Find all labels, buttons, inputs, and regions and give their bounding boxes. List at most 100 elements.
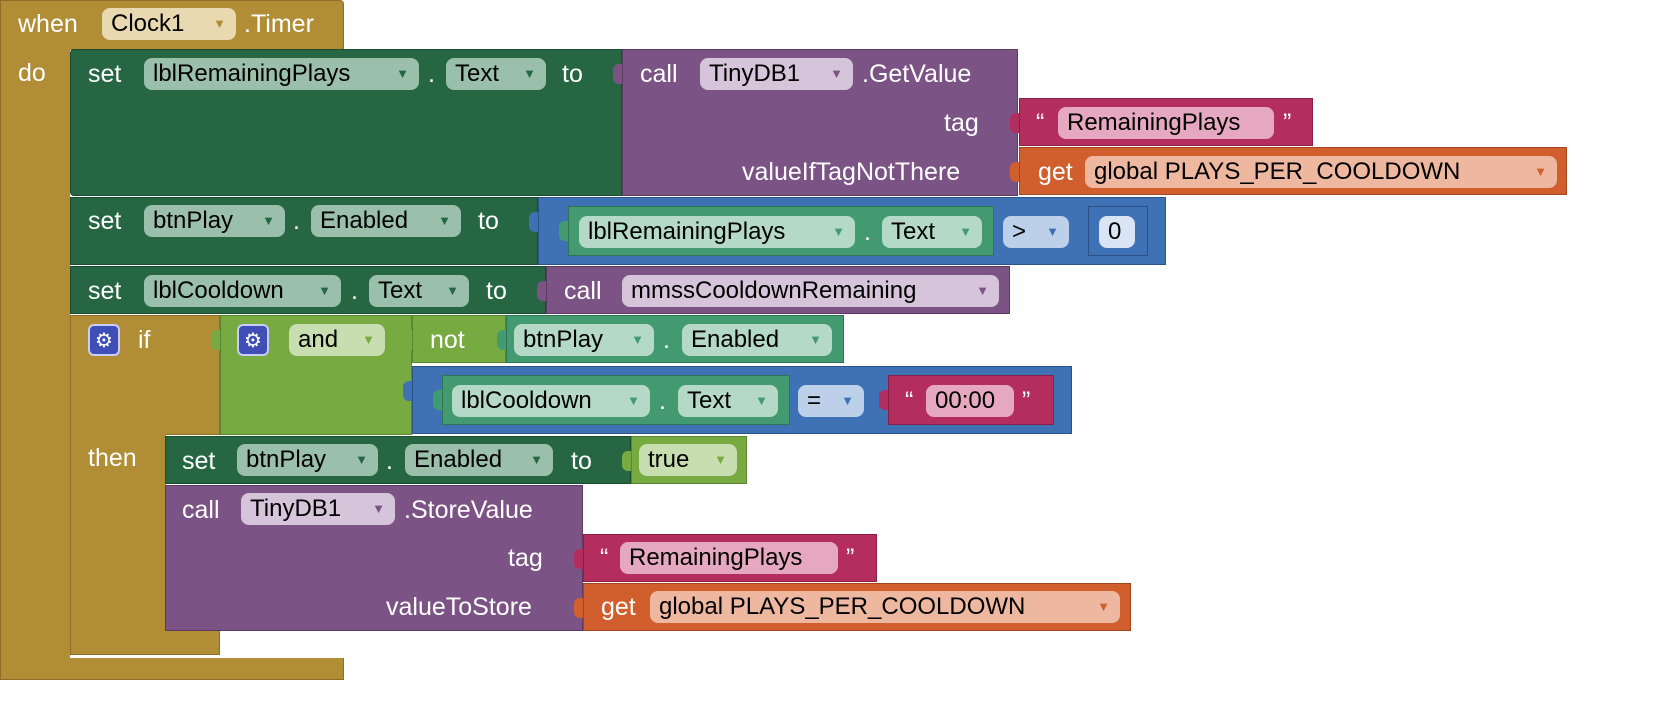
dropdown-value: and <box>298 326 339 353</box>
set-keyword: set <box>88 207 122 235</box>
set-cooldown-property-dropdown[interactable]: Text ▼ <box>369 275 469 307</box>
set-enabled-property-dropdown[interactable]: Enabled ▼ <box>311 205 461 237</box>
dropdown-arrow-icon: ▼ <box>627 393 640 408</box>
dropdown-arrow-icon: ▼ <box>396 66 409 81</box>
socket-connector <box>559 221 568 241</box>
quote-open: “ <box>1036 109 1045 137</box>
dropdown-value: Text <box>687 387 732 414</box>
event-component-dropdown[interactable]: Clock1 ▼ <box>102 8 236 40</box>
cmp-property-dropdown[interactable]: Text ▼ <box>882 216 982 248</box>
not-property-dropdown[interactable]: Enabled ▼ <box>682 324 832 356</box>
to-keyword: to <box>562 60 583 88</box>
call-keyword: call <box>564 277 602 305</box>
set-keyword: set <box>88 60 122 88</box>
set-remaining-component-dropdown[interactable]: lblRemainingPlays ▼ <box>144 58 419 90</box>
dropdown-value: global PLAYS_PER_COOLDOWN <box>1094 158 1461 185</box>
socket-connector <box>403 330 412 350</box>
boolean-value-dropdown[interactable]: true ▼ <box>639 444 737 476</box>
dropdown-value: = <box>807 387 822 414</box>
tag-text-field[interactable]: RemainingPlays <box>1058 107 1274 139</box>
dropdown-value: lblRemainingPlays <box>588 218 786 245</box>
gear-icon: ⚙ <box>244 328 262 352</box>
dropdown-value: btnPlay <box>523 326 604 353</box>
then-property-dropdown[interactable]: Enabled ▼ <box>405 444 553 476</box>
to-keyword: to <box>571 447 592 475</box>
gear-icon: ⚙ <box>95 328 113 352</box>
socket-connector <box>211 330 220 350</box>
socket-connector <box>403 381 412 401</box>
dot-separator: . <box>663 326 670 354</box>
socket-connector <box>622 451 631 471</box>
default-param-label: valueIfTagNotThere <box>742 158 961 186</box>
quote-close: ” <box>1022 387 1031 415</box>
text-literal-field[interactable]: 00:00 <box>926 385 1014 417</box>
getvalue-method-label: .GetValue <box>862 60 972 88</box>
text-field-value: RemainingPlays <box>629 544 803 571</box>
event-when-label: when <box>18 10 78 38</box>
dropdown-value: lblCooldown <box>153 277 284 304</box>
dropdown-arrow-icon: ▼ <box>438 213 451 228</box>
dropdown-value: lblCooldown <box>461 387 592 414</box>
storevalue-method-label: .StoreValue <box>404 496 533 524</box>
eq-operator-dropdown[interactable]: = ▼ <box>798 385 864 417</box>
store-variable-dropdown[interactable]: global PLAYS_PER_COOLDOWN ▼ <box>650 591 1120 623</box>
quote-open: “ <box>600 544 609 572</box>
then-component-dropdown[interactable]: btnPlay ▼ <box>237 444 378 476</box>
set-cooldown-component-dropdown[interactable]: lblCooldown ▼ <box>144 275 341 307</box>
call-keyword: call <box>182 496 220 524</box>
set-btnplay-enabled-block[interactable] <box>70 197 538 265</box>
socket-connector <box>1010 162 1019 182</box>
getvalue-component-dropdown[interactable]: TinyDB1 ▼ <box>700 58 853 90</box>
if-mutator-gear-icon[interactable]: ⚙ <box>88 324 120 356</box>
quote-open: “ <box>905 387 914 415</box>
set-remaining-property-dropdown[interactable]: Text ▼ <box>446 58 546 90</box>
dot-separator: . <box>864 218 871 246</box>
eq-property-dropdown[interactable]: Text ▼ <box>678 385 778 417</box>
dropdown-arrow-icon: ▼ <box>530 452 543 467</box>
logic-operator-dropdown[interactable]: and ▼ <box>289 324 385 356</box>
storevalue-component-dropdown[interactable]: TinyDB1 ▼ <box>241 493 395 525</box>
dropdown-value: TinyDB1 <box>709 60 801 87</box>
dropdown-value: > <box>1012 218 1027 245</box>
dot-separator: . <box>351 277 358 305</box>
procedure-name-dropdown[interactable]: mmssCooldownRemaining ▼ <box>622 275 999 307</box>
to-keyword: to <box>478 207 499 235</box>
socket-connector <box>879 390 888 410</box>
call-keyword: call <box>640 60 678 88</box>
dropdown-value: Text <box>891 218 936 245</box>
dropdown-arrow-icon: ▼ <box>809 332 822 347</box>
set-keyword: set <box>88 277 122 305</box>
dropdown-value: TinyDB1 <box>250 495 342 522</box>
get-variable-dropdown[interactable]: global PLAYS_PER_COOLDOWN ▼ <box>1085 156 1557 188</box>
socket-connector <box>433 390 442 410</box>
dropdown-arrow-icon: ▼ <box>372 501 385 516</box>
logic-not-block[interactable] <box>412 315 506 363</box>
dropdown-arrow-icon: ▼ <box>841 393 854 408</box>
number-field[interactable]: 0 <box>1099 216 1135 248</box>
compare-operator-dropdown[interactable]: > ▼ <box>1003 216 1069 248</box>
number-value: 0 <box>1108 218 1122 245</box>
quote-close: ” <box>1283 109 1292 137</box>
dropdown-value: lblRemainingPlays <box>153 60 351 87</box>
event-do-label: do <box>18 59 46 87</box>
event-name-label: .Timer <box>244 10 314 38</box>
store-tag-text-field[interactable]: RemainingPlays <box>620 542 838 574</box>
cmp-component-dropdown[interactable]: lblRemainingPlays ▼ <box>579 216 855 248</box>
socket-connector <box>529 212 538 232</box>
and-mutator-gear-icon[interactable]: ⚙ <box>237 324 269 356</box>
dot-separator: . <box>428 60 435 88</box>
dropdown-arrow-icon: ▼ <box>1097 599 1110 614</box>
set-enabled-component-dropdown[interactable]: btnPlay ▼ <box>144 205 285 237</box>
dropdown-value: btnPlay <box>246 446 327 473</box>
then-set-btnplay-block[interactable] <box>165 436 631 484</box>
dropdown-value: btnPlay <box>153 207 234 234</box>
dropdown-arrow-icon: ▼ <box>318 283 331 298</box>
dropdown-arrow-icon: ▼ <box>362 332 375 347</box>
get-keyword: get <box>1038 158 1073 186</box>
set-keyword: set <box>182 447 216 475</box>
if-block-spine <box>70 433 166 633</box>
eq-component-dropdown[interactable]: lblCooldown ▼ <box>452 385 650 417</box>
event-block-footer <box>0 658 344 680</box>
not-component-dropdown[interactable]: btnPlay ▼ <box>514 324 654 356</box>
dropdown-arrow-icon: ▼ <box>959 224 972 239</box>
